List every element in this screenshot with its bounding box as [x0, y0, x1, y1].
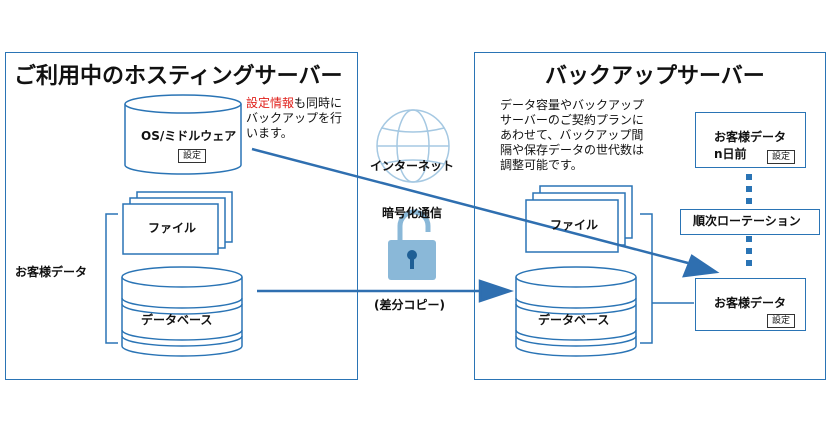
right-file-label: ファイル	[550, 218, 599, 232]
current-settings-tag: 設定	[767, 314, 796, 328]
globe-icon	[376, 109, 450, 183]
backup-desc-line1: データ容量やバックアップ	[500, 98, 645, 112]
internet-label: インターネット	[370, 159, 455, 173]
backup-server-panel	[474, 52, 826, 380]
generation-box-line1: お客様データ	[714, 130, 787, 144]
os-settings-tag: 設定	[178, 149, 207, 163]
backup-server-title: バックアップサーバー	[545, 64, 765, 89]
encrypted-comm-label: 暗号化通信	[382, 206, 443, 220]
rotation-dots	[746, 174, 752, 266]
left-database-label: データベース	[141, 313, 213, 327]
database-arrow	[257, 279, 514, 303]
customer-data-label: お客様データ	[15, 265, 88, 279]
right-bracket	[640, 213, 653, 344]
os-middleware-cylinder	[124, 94, 242, 175]
os-middleware-label: OS/ミドルウェア	[141, 129, 237, 143]
padlock-icon	[388, 209, 436, 280]
settings-note-line3: います。	[246, 126, 293, 140]
settings-info-highlight: 設定情報	[246, 96, 295, 110]
rotation-label: 順次ローテーション	[693, 214, 801, 228]
settings-note-line2: バックアップを行	[246, 111, 343, 125]
backup-desc-line5: 調整可能です。	[500, 158, 583, 172]
rotation-box	[680, 209, 820, 235]
left-database-cylinder	[121, 266, 243, 357]
current-box-label: お客様データ	[714, 296, 787, 310]
left-customer-data-bracket	[105, 213, 118, 344]
settings-note: 設定情報も同時に	[246, 96, 343, 110]
backup-desc-line3: あわせて、バックアップ間	[500, 128, 644, 142]
backup-desc-line2: サーバーのご契約プランに	[500, 113, 644, 127]
generation-settings-tag: 設定	[767, 150, 796, 164]
diff-copy-label: (差分コピー)	[374, 298, 445, 312]
generation-box-line2: n日前	[714, 147, 747, 161]
right-file-stack	[525, 185, 633, 253]
right-database-cylinder	[515, 266, 637, 357]
left-file-stack	[122, 191, 233, 255]
backup-desc-line4: 隔や保存データの世代数は	[500, 143, 645, 157]
settings-arrow	[251, 147, 720, 278]
left-file-label: ファイル	[148, 221, 197, 235]
right-database-label: データベース	[538, 313, 610, 327]
hosting-server-title: ご利用中のホスティングサーバー	[14, 64, 343, 89]
current-customer-data-box	[695, 278, 806, 331]
